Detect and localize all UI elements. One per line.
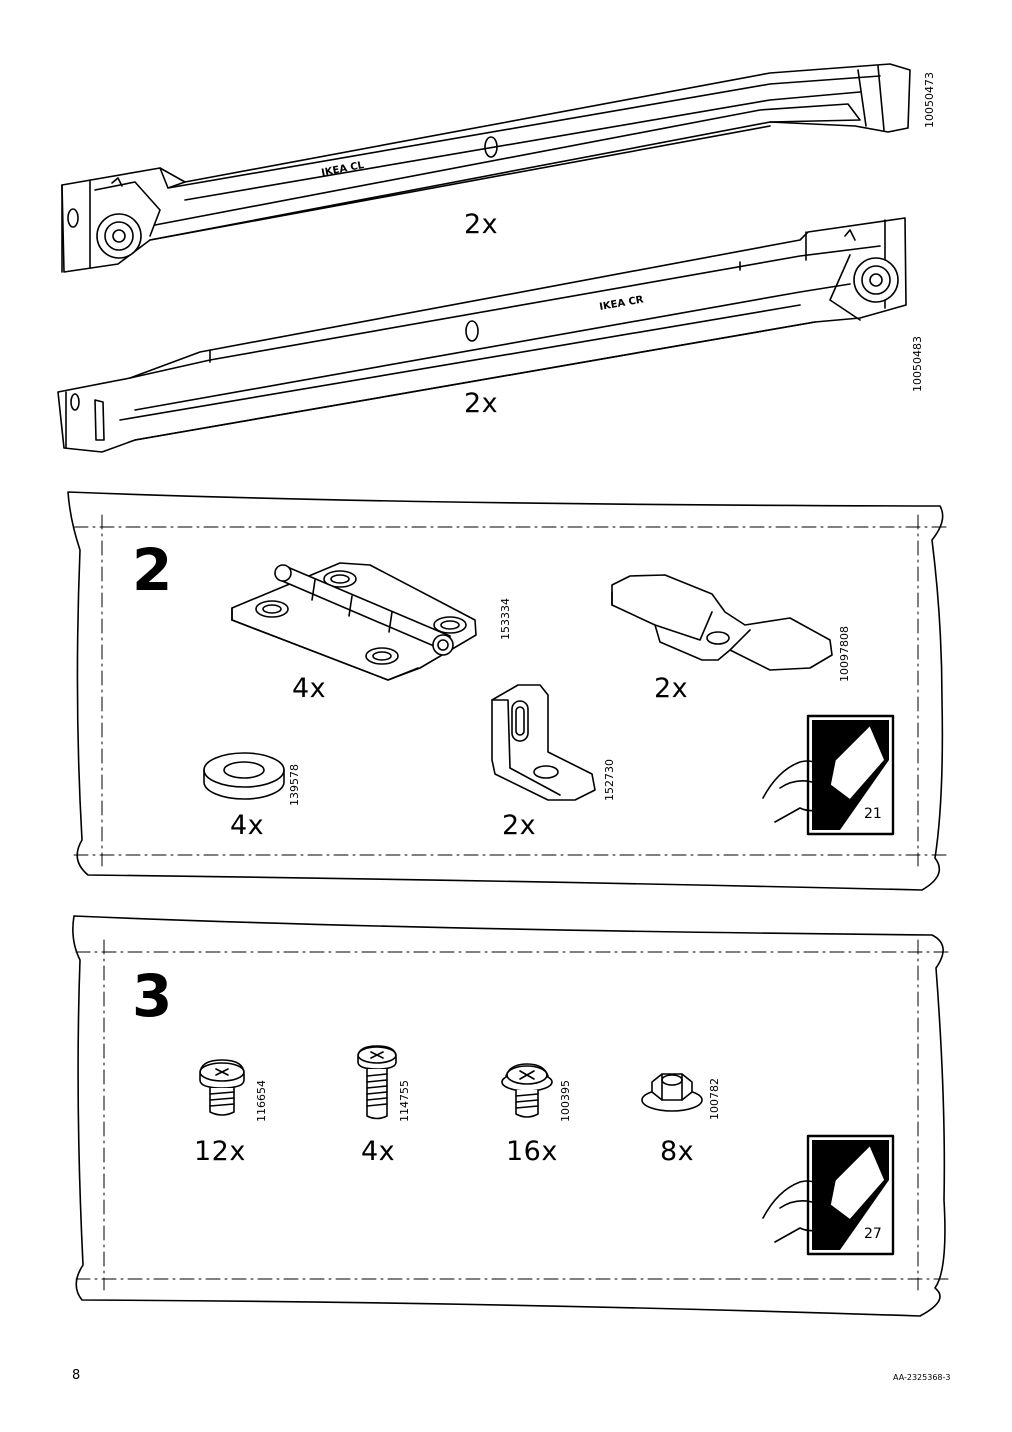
bracket-part-number: 10097808 (838, 626, 851, 682)
rail-left-part-number: 10050473 (923, 72, 936, 128)
hinge-quantity: 4x (292, 673, 327, 704)
step3-panel-frame (72, 915, 949, 1317)
angle-bracket-quantity: 2x (502, 810, 537, 841)
nut-part-number: 100782 (708, 1078, 721, 1120)
page-turn-icon (762, 1134, 895, 1256)
document-id: AA-2325368-3 (893, 1373, 951, 1382)
hinge-icon (231, 562, 477, 681)
screw-icon (501, 1063, 553, 1118)
page-number: 8 (72, 1368, 81, 1383)
step-3-page-ref: 27 (864, 1226, 882, 1242)
screw-short-part-number: 116654 (255, 1080, 268, 1122)
rail-right-quantity: 2x (464, 388, 499, 419)
screw-long-part-number: 114755 (398, 1080, 411, 1122)
page-turn-icon (762, 714, 895, 836)
nut-quantity: 8x (660, 1136, 695, 1167)
screw-flange-quantity: 16x (506, 1136, 558, 1167)
screw-icon (357, 1045, 397, 1120)
screw-short-quantity: 12x (194, 1136, 246, 1167)
screw-flange-part-number: 100395 (559, 1080, 572, 1122)
bracket-quantity: 2x (654, 673, 689, 704)
hinge-part-number: 153334 (499, 598, 512, 640)
washer-quantity: 4x (230, 810, 265, 841)
washer-part-number: 139578 (288, 764, 301, 806)
angle-bracket-part-number: 152730 (603, 759, 616, 801)
step-2-page-ref: 21 (864, 806, 882, 822)
screw-long-quantity: 4x (361, 1136, 396, 1167)
angle-bracket-icon (491, 684, 596, 801)
rail-right-part-number: 10050483 (911, 336, 924, 392)
drawer-rail-icon: IKEA CR (57, 217, 907, 453)
nut-icon (641, 1073, 703, 1112)
screw-icon (199, 1059, 245, 1116)
washer-icon (203, 752, 285, 800)
rail-left-quantity: 2x (464, 209, 499, 240)
step-3-number: 3 (132, 962, 173, 1030)
step-2-number: 2 (132, 536, 173, 604)
drawer-rail-icon: IKEA CL (61, 63, 911, 273)
bracket-icon (611, 574, 833, 671)
